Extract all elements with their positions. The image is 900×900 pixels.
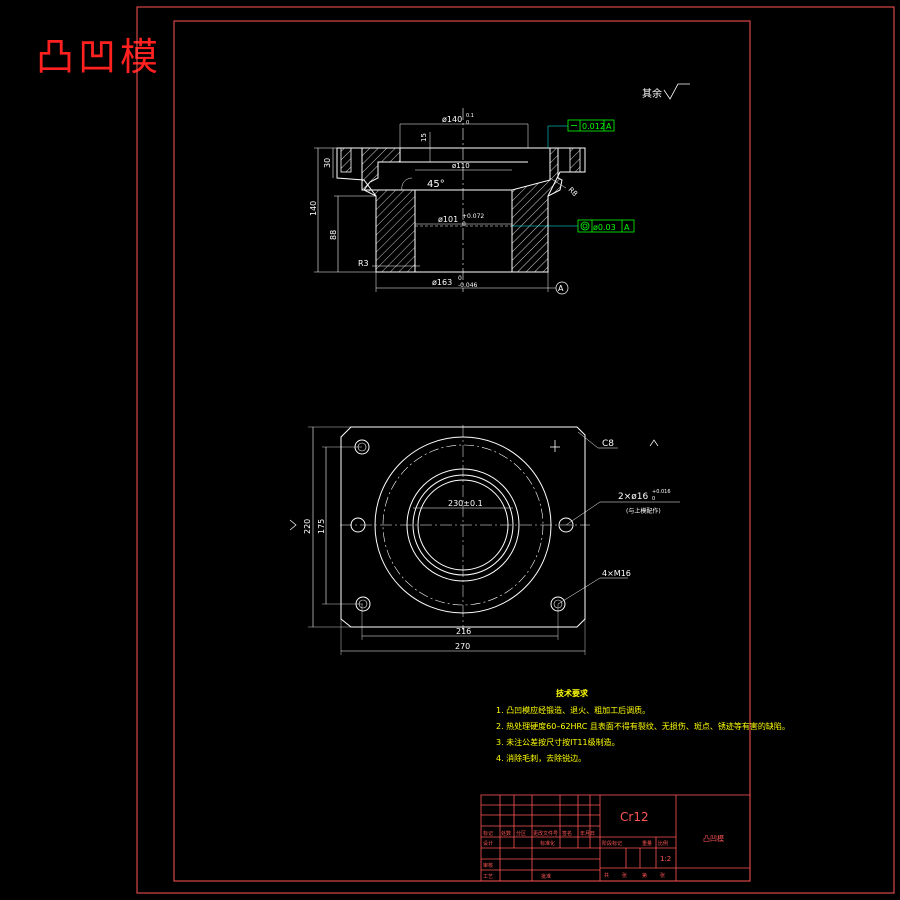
svg-text:工艺: 工艺 — [483, 874, 493, 880]
dim-depth15: 15 — [420, 133, 428, 142]
dim-hole-tol: +0.016 — [652, 489, 671, 495]
dim-hole-note: (与上模配作) — [626, 507, 661, 515]
datum-a-marker — [555, 281, 569, 295]
svg-text:张: 张 — [622, 872, 627, 879]
svg-text:签名: 签名 — [562, 830, 572, 837]
svg-text:审核: 审核 — [483, 862, 493, 869]
plan-outline — [340, 426, 586, 628]
drawing-title: 凸凹模 — [36, 35, 163, 79]
tb-sheet: 共 张 第 张 — [604, 872, 665, 879]
tb-row2: 设计 标准化 — [483, 840, 555, 847]
svg-text:张: 张 — [660, 872, 665, 879]
dim-d163-tol-up: 0 — [458, 275, 462, 282]
plan-view: C8 230±0.1 2×ø16 +0.016 0 (与上模配作) 4×M16 … — [289, 425, 680, 655]
dim-h140: 140 — [309, 201, 318, 216]
svg-text:比例: 比例 — [658, 840, 668, 847]
gdt-frame-coaxiality: ø0.03 A — [577, 219, 635, 233]
dim-r3: R3 — [358, 259, 369, 268]
dim-d140-tol2: 0 — [466, 120, 469, 126]
svg-text:0.012: 0.012 — [582, 122, 605, 131]
svg-text:处数: 处数 — [501, 830, 511, 837]
svg-text:ø0.03: ø0.03 — [593, 223, 616, 232]
dim-thread: 4×M16 — [602, 569, 631, 578]
svg-text:第: 第 — [642, 872, 647, 879]
dim-d163: ø163 — [432, 278, 452, 287]
svg-text:分区: 分区 — [516, 830, 526, 837]
svg-text:重量: 重量 — [642, 840, 652, 847]
svg-text:标准化: 标准化 — [540, 840, 555, 847]
surface-finish-symbol — [663, 83, 690, 100]
dim-h30: 30 — [323, 158, 332, 168]
inner-frame — [173, 20, 751, 882]
svg-text:更改文件号: 更改文件号 — [533, 830, 558, 837]
section-view: ø140 0.1 0 15 ø110 45° ø101 +0.072 0 R8 … — [309, 108, 635, 295]
section-left-body — [361, 147, 416, 273]
tech-requirement-line: 3. 未注公差按尺寸按IT11级制造。 — [496, 738, 620, 747]
datum-a-label: A — [558, 284, 564, 293]
tech-requirement-line: 2. 热处理硬度60–62HRC 且表面不得有裂纹、无损伤、斑点、锈迹等有害的缺… — [496, 722, 790, 731]
tb-stage-labels: 阶段标记 重量 比例 — [602, 840, 668, 847]
dowel-hole-left — [350, 517, 366, 533]
svg-text:阶段标记: 阶段标记 — [602, 840, 622, 847]
dim-hole-callout: 2×ø16 — [618, 492, 648, 502]
dim-h88: 88 — [329, 230, 338, 240]
dim-d140-tol: 0.1 — [466, 113, 474, 119]
dim-r8: R8 — [567, 186, 579, 198]
dim-w270: 270 — [455, 642, 470, 651]
dim-230: 230±0.1 — [448, 499, 483, 508]
svg-text:年月日: 年月日 — [580, 830, 595, 837]
dim-d110: ø110 — [452, 162, 470, 170]
section-right-body — [511, 147, 563, 273]
tb-row1: 标记 处数 分区 更改文件号 签名 年月日 — [483, 830, 595, 837]
tech-requirement-line: 4. 消除毛刺，去除锐边。 — [496, 754, 587, 763]
dim-c8: C8 — [602, 439, 614, 449]
svg-text:批准: 批准 — [541, 873, 551, 880]
surface-note: 其余 — [642, 87, 662, 100]
dim-d140: ø140 — [442, 115, 462, 124]
dim-angle45: 45° — [427, 179, 445, 190]
tb-scale: 1:2 — [660, 855, 671, 863]
svg-text:标记: 标记 — [483, 830, 493, 837]
svg-text:设计: 设计 — [483, 840, 493, 847]
outer-frame — [136, 6, 895, 894]
svg-text:共: 共 — [604, 872, 609, 879]
svg-text:A: A — [606, 122, 612, 131]
dim-d101-tol-up: +0.072 — [462, 213, 484, 220]
dim-h220: 220 — [303, 519, 312, 534]
tb-material: Cr12 — [620, 810, 649, 824]
tech-requirement-line: 1. 凸凹模应经锻造、退火、粗加工后调质。 — [496, 706, 651, 715]
dowel-hole-right — [558, 517, 574, 533]
dim-hole-tol2: 0 — [652, 496, 655, 502]
tb-row3: 审核 工艺 批准 — [483, 862, 551, 880]
tech-requirements-heading: 技术要求 — [556, 689, 588, 698]
svg-text:A: A — [624, 223, 630, 232]
dim-d163-tol-low: -0.046 — [458, 282, 478, 289]
tb-part-name: 凸凹模 — [703, 834, 724, 843]
gdt-frame-flatness: 0.012 A — [567, 119, 615, 132]
dim-h175: 175 — [317, 519, 326, 534]
title-block — [480, 794, 751, 882]
dim-d101-tol-low: 0 — [462, 221, 466, 228]
tech-requirements: 技术要求 1. 凸凹模应经锻造、退火、粗加工后调质。 2. 热处理硬度60–62… — [496, 688, 790, 769]
dim-w216: 216 — [456, 627, 471, 636]
threaded-hole-tr — [550, 440, 560, 452]
dim-d101: ø101 — [438, 215, 458, 224]
